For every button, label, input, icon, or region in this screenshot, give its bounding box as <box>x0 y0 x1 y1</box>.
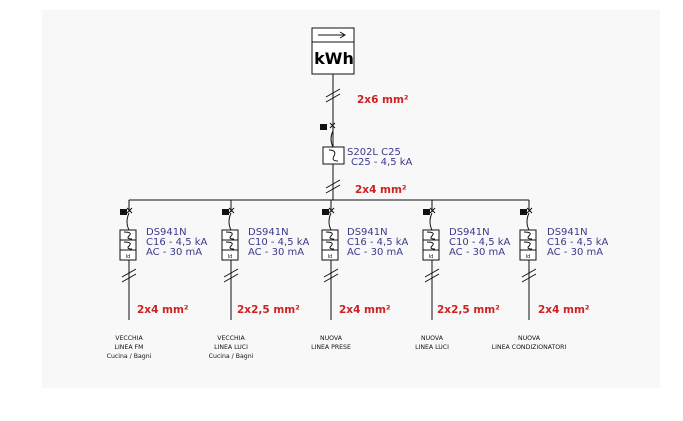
rcbo-rating: C16 - 4,5 kA <box>547 237 609 248</box>
cable-ticks <box>223 268 239 283</box>
rcbo-rating: C10 - 4,5 kA <box>248 237 310 248</box>
circuit-label-line: NUOVA <box>320 335 343 342</box>
trip-mark-icon <box>526 207 533 214</box>
rcbo-model: DS941N <box>347 227 388 238</box>
trip-mark-icon <box>328 207 335 214</box>
rcbo-device: Id <box>422 229 440 261</box>
cable-ticks <box>323 268 339 283</box>
cable-ticks <box>521 268 537 283</box>
rcbo-model: DS941N <box>547 227 588 238</box>
cable-ticks <box>424 268 440 283</box>
trip-mark-icon <box>429 207 436 214</box>
rcbo-residual: AC - 30 mA <box>347 247 403 258</box>
branch-cable-label: 2x2,5 mm² <box>437 304 500 316</box>
circuit-label-line: LINEA CONDIZIONATORI <box>492 344 567 351</box>
circuit-label-line: LINEA FM <box>115 344 144 351</box>
circuit-label-line: LINEA LUCI <box>214 344 248 351</box>
branch-cable-label: 2x4 mm² <box>339 304 391 316</box>
residual-id-label: Id <box>429 254 434 260</box>
residual-id-label: Id <box>228 254 233 260</box>
cable-ticks <box>121 268 137 283</box>
rcbo-device: Id <box>221 229 239 261</box>
rcbo-model: DS941N <box>449 227 490 238</box>
energy-meter: kWh <box>311 27 355 75</box>
residual-id-label: Id <box>526 254 531 260</box>
rcbo-model: DS941N <box>248 227 289 238</box>
main-breaker-rating: C25 - 4,5 kA <box>351 157 413 168</box>
circuit-label-line: NUOVA <box>421 335 444 342</box>
main-breaker-model: S202L C25 <box>347 147 401 158</box>
circuit-label-line: LINEA LUCI <box>415 344 449 351</box>
rcbo-model: DS941N <box>146 227 187 238</box>
circuit-label-line: Cucina / Bagni <box>209 353 254 360</box>
branch-cable-label: 2x4 mm² <box>137 304 189 316</box>
rcbo-rating: C16 - 4,5 kA <box>146 237 208 248</box>
arrow-right-icon <box>318 31 346 39</box>
rcbo-device: Id <box>519 229 537 261</box>
feeder-cable-ticks <box>325 179 341 194</box>
branch-cable-label: 2x2,5 mm² <box>237 304 300 316</box>
rcbo-residual: AC - 30 mA <box>248 247 304 258</box>
rcbo-residual: AC - 30 mA <box>547 247 603 258</box>
trip-mark-icon <box>329 122 336 129</box>
rcbo-device: Id <box>119 229 137 261</box>
supply-cable-ticks <box>325 88 341 103</box>
branch-cable-label: 2x4 mm² <box>538 304 590 316</box>
rcbo-residual: AC - 30 mA <box>449 247 505 258</box>
circuit-label-line: LINEA PRESE <box>311 344 351 351</box>
main-breaker: S202L C25 C25 - 4,5 kA <box>320 122 413 168</box>
supply-cable-label: 2x6 mm² <box>357 94 409 106</box>
trip-mark-icon <box>126 207 133 214</box>
circuit-label-line: NUOVA <box>518 335 541 342</box>
rcbo-device: Id <box>321 229 339 261</box>
busbar-cable-label: 2x4 mm² <box>355 184 407 196</box>
rcbo-residual: AC - 30 mA <box>146 247 202 258</box>
rcbo-rating: C10 - 4,5 kA <box>449 237 511 248</box>
meter-label: kWh <box>314 49 354 68</box>
rcbo-rating: C16 - 4,5 kA <box>347 237 409 248</box>
trip-mark-icon <box>228 207 235 214</box>
circuit-label-line: VECCHIA <box>217 335 245 342</box>
residual-id-label: Id <box>328 254 333 260</box>
circuit-label-line: Cucina / Bagni <box>107 353 152 360</box>
circuit-label-line: VECCHIA <box>115 335 143 342</box>
residual-id-label: Id <box>126 254 131 260</box>
